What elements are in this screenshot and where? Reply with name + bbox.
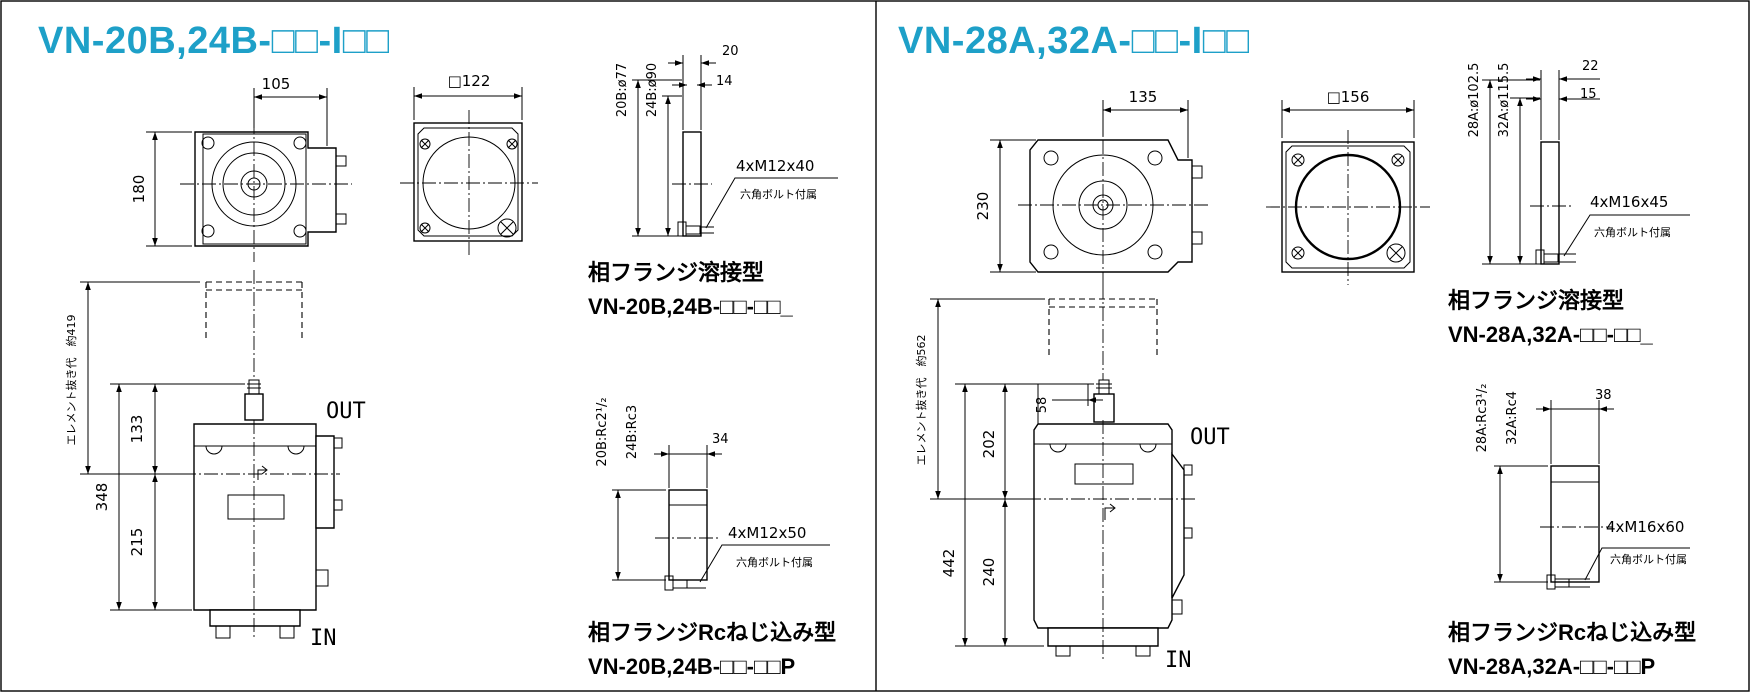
right-weld-dia1-label: 28A:ø102.5: [1467, 63, 1482, 138]
right-rc-flange-detail: [1494, 400, 1690, 590]
right-weld-caption-1: 相フランジ溶接型: [1448, 288, 1625, 313]
right-side-dimensions: [930, 298, 1103, 647]
right-weld-caption-2: VN-28A,32A-□□-□□_: [1448, 322, 1653, 347]
right-out-port-label: OUT: [1190, 425, 1230, 450]
right-top-dimensions: [990, 100, 1415, 273]
left-in-port-label: IN: [310, 626, 337, 651]
right-model-title: VN-28A,32A-□□-I□□: [898, 20, 1250, 62]
right-rc-caption-1: 相フランジRcねじ込み型: [1448, 620, 1697, 645]
left-out-port-label: OUT: [326, 399, 366, 424]
right-weld-t1-label: 22: [1582, 59, 1599, 74]
left-width-top-label: 105: [262, 75, 291, 93]
right-lower-dim-label: 240: [980, 558, 998, 587]
right-height-top-label: 230: [974, 192, 992, 221]
left-side-view: [160, 270, 343, 640]
left-weld-dia1-label: 20B:ø77: [615, 63, 630, 117]
right-rc-thread1-label: 28A:Rc3¹/₂: [1475, 384, 1490, 453]
left-weld-caption-1: 相フランジ溶接型: [588, 260, 765, 285]
right-element-removal-label: エレメント抜き代 約562: [914, 335, 928, 466]
right-side-view: [1005, 285, 1195, 660]
right-rc-t-label: 38: [1595, 388, 1612, 403]
left-height-top-label: 180: [130, 175, 148, 204]
right-weld-flange-detail: [1482, 70, 1690, 265]
left-rc-caption-1: 相フランジRcねじ込み型: [588, 620, 837, 645]
right-top-view: [1018, 118, 1210, 285]
right-total-dim-label: 442: [940, 549, 958, 578]
left-model-title: VN-20B,24B-□□-I□□: [38, 20, 390, 62]
right-weld-dia2-label: 32A:ø115.5: [1497, 63, 1512, 138]
right-flange-square-view: [1266, 130, 1430, 285]
left-flange-square-view: [400, 110, 538, 255]
left-weld-bolt-label: 4xM12x40: [736, 157, 814, 175]
left-rc-thread2-label: 24B:Rc3: [625, 405, 640, 459]
left-square-label: □122: [448, 72, 491, 90]
right-rc-bolt-label: 4xM16x60: [1606, 518, 1684, 536]
left-weld-bolt-note: 六角ボルト付属: [740, 188, 817, 201]
right-weld-bolt-note: 六角ボルト付属: [1594, 226, 1671, 239]
left-element-removal-label: エレメント抜き代 約419: [64, 315, 78, 446]
left-weld-dia2-label: 24B:ø90: [645, 63, 660, 117]
left-weld-caption-2: VN-20B,24B-□□-□□_: [588, 294, 793, 319]
right-square-label: □156: [1327, 88, 1370, 106]
left-weld-t2-label: 14: [716, 74, 733, 89]
left-rc-t-label: 34: [712, 432, 729, 447]
left-weld-flange-detail: [632, 55, 838, 237]
left-lower-dim-label: 215: [128, 528, 146, 557]
right-in-port-label: IN: [1165, 648, 1192, 673]
right-upper-dim-label: 202: [980, 430, 998, 459]
right-weld-t2-label: 15: [1580, 87, 1597, 102]
right-rc-thread2-label: 32A:Rc4: [1505, 391, 1520, 445]
left-upper-dim-label: 133: [128, 415, 146, 444]
left-top-dimensions: [146, 87, 523, 247]
left-rc-caption-2: VN-20B,24B-□□-□□P: [588, 654, 796, 679]
left-rc-bolt-label: 4xM12x50: [728, 524, 806, 542]
right-weld-bolt-label: 4xM16x45: [1590, 193, 1668, 211]
left-rc-bolt-note: 六角ボルト付属: [736, 556, 813, 569]
left-top-view: [180, 98, 352, 262]
left-rc-thread1-label: 20B:Rc2¹/₂: [595, 397, 610, 466]
right-rc-caption-2: VN-28A,32A-□□-□□P: [1448, 654, 1656, 679]
right-offset-label: 58: [1035, 397, 1050, 414]
right-rc-bolt-note: 六角ボルト付属: [1610, 553, 1687, 566]
left-side-dimensions: [80, 281, 245, 611]
left-rc-flange-detail: [612, 445, 830, 591]
right-width-top-label: 135: [1129, 88, 1158, 106]
left-total-dim-label: 348: [93, 483, 111, 512]
left-weld-t1-label: 20: [722, 44, 739, 59]
